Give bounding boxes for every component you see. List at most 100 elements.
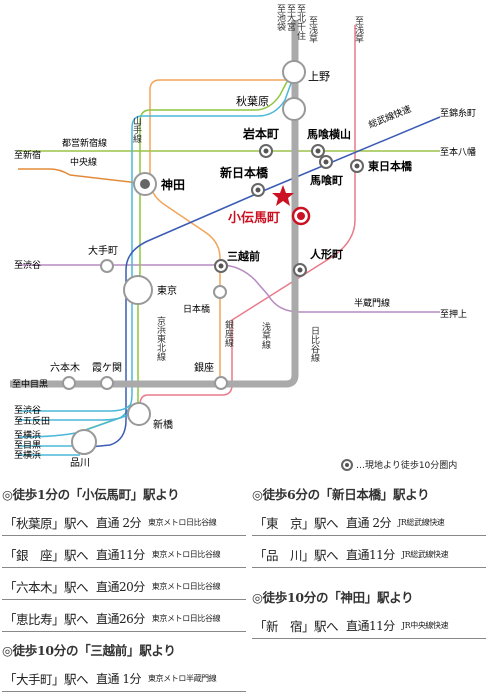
- mitsukoshimae-section: ◎徒歩10分の「三越前」駅より 「大手町」駅へ 直通 1分 東京メトロ半蔵門線: [2, 640, 246, 692]
- destination: 「新 宿」駅へ: [254, 618, 339, 634]
- line-name: JR中央線快速: [401, 620, 449, 630]
- chuo-line-label: 中央線: [70, 156, 97, 168]
- hanzomon-line: [18, 264, 440, 313]
- to-shibuya-label-2: 至渋谷: [14, 404, 41, 416]
- kodemmacho-station-core: [297, 212, 305, 220]
- to-shibuya-label-1: 至渋谷: [14, 259, 41, 271]
- toei-shinjuku-line-label: 都営新宿線: [62, 137, 107, 149]
- destination: 「秋葉原」駅へ: [4, 515, 89, 531]
- to-omiya-label: 至大宮: [285, 4, 296, 32]
- tokyo-station: [123, 275, 153, 305]
- to-oshiage-label: 至押上: [440, 308, 467, 320]
- line-name: JR総武線快速: [401, 549, 449, 559]
- access-row: 「恵比寿」駅へ 直通26分 東京メトロ日比谷線: [2, 605, 246, 632]
- mitsukoshimae-station-core: [218, 263, 224, 269]
- chuo-line: [18, 168, 146, 185]
- kanda-station-core: [140, 179, 150, 189]
- travel-time: 直通 2分: [346, 515, 391, 530]
- bakurocho-label: 馬喰町: [310, 173, 343, 187]
- shinnihombashi-section: ◎徒歩6分の「新日本橋」駅より 「東 京」駅へ 直通 2分 JR総武線快速 「品…: [252, 484, 486, 568]
- to-asakusa-label-1: 至浅草: [307, 16, 318, 44]
- shimbashi-label: 新橋: [153, 418, 173, 431]
- line-name: JR総武線快速: [397, 517, 445, 527]
- yamanote-line-label: 山手線: [131, 116, 142, 143]
- bakuroyokoyama-station-core: [315, 148, 321, 154]
- ginza-station: [214, 376, 228, 390]
- to-shinjuku-label: 至新宿: [14, 149, 41, 161]
- to-motoyawata-label: 至本八幡: [440, 146, 476, 158]
- higashinihombashi-station-core: [354, 163, 360, 169]
- hanzomon-line-label: 半蔵門線: [354, 297, 390, 309]
- destination: 「六本木」駅へ: [4, 579, 89, 595]
- access-row: 「銀 座」駅へ 直通11分 東京メトロ日比谷線: [2, 541, 246, 568]
- ningyocho-station-core: [297, 267, 303, 273]
- shinnihombashi-section-title: ◎徒歩6分の「新日本橋」駅より: [252, 487, 430, 502]
- to-yokohama-label-2: 至横浜: [14, 449, 41, 461]
- travel-time: 直通 1分: [96, 671, 141, 686]
- left-column: ◎徒歩1分の「小伝馬町」駅より 「秋葉原」駅へ 直通 2分 東京メトロ日比谷線 …: [2, 484, 246, 700]
- access-row: 「品 川」駅へ 直通11分 JR総武線快速: [252, 541, 486, 568]
- iwamotocho-label: 岩本町: [242, 126, 279, 141]
- kodemmacho-section-title: ◎徒歩1分の「小伝馬町」駅より: [2, 487, 180, 502]
- shinnihombashi-station-core: [255, 187, 261, 193]
- ningyocho-label: 人形町: [310, 247, 343, 261]
- walk-range-legend: …現地より徒歩10分圏内: [341, 458, 457, 471]
- roppongi-station: [62, 376, 76, 390]
- asakusa-line-label: 浅草線: [260, 321, 271, 349]
- kodemmacho-section: ◎徒歩1分の「小伝馬町」駅より 「秋葉原」駅へ 直通 2分 東京メトロ日比谷線 …: [2, 484, 246, 632]
- ueno-label: 上野: [308, 70, 330, 83]
- mitsukoshimae-label: 三越前: [227, 249, 260, 263]
- access-row: 「新 宿」駅へ 直通11分 JR中央線快速: [252, 612, 486, 639]
- kasumigaseki-label: 霞ケ関: [92, 362, 122, 374]
- access-row: 「東 京」駅へ 直通 2分 JR総武線快速: [252, 509, 486, 536]
- kasumigaseki-station: [100, 376, 114, 390]
- to-kinshicho-label: 至錦糸町: [440, 107, 476, 119]
- route-map: 至池袋 至大宮 至北千住 至浅草 至浅草 上野 秋葉原 岩本町 馬喰横山 馬喰町…: [10, 4, 476, 469]
- kanda-section-title: ◎徒歩10分の「神田」駅より: [252, 590, 414, 605]
- sobu-rapid-line-label: 総武線快速: [367, 103, 413, 131]
- ginza-label: 銀座: [194, 361, 214, 374]
- travel-time: 直通20分: [96, 579, 145, 594]
- sobu-rapid-line: [79, 116, 441, 449]
- asakusa-line: [139, 25, 356, 415]
- destination: 「品 川」駅へ: [254, 547, 339, 563]
- shimbashi-station: [127, 402, 151, 426]
- access-row: 「六本木」駅へ 直通20分 東京メトロ日比谷線: [2, 573, 246, 600]
- to-asakusa-label-2: 至浅草: [353, 16, 364, 44]
- line-name: 東京メトロ日比谷線: [151, 581, 221, 591]
- travel-time: 直通11分: [346, 547, 395, 562]
- line-name: 東京メトロ半蔵門線: [147, 673, 217, 683]
- spacer: [252, 576, 486, 587]
- ueno-station: [282, 60, 306, 84]
- to-nakameguro-label: 至中目黒: [12, 378, 48, 390]
- destination: 「銀 座」駅へ: [4, 547, 89, 563]
- tokyo-label: 東京: [157, 284, 177, 297]
- line-name: 東京メトロ日比谷線: [147, 517, 217, 527]
- travel-time: 直通26分: [96, 611, 145, 626]
- travel-time: 直通 2分: [96, 515, 141, 530]
- otemachi-station: [100, 259, 114, 273]
- destination: 「大手町」駅へ: [4, 671, 89, 687]
- nihombashi-label: 日本橋: [183, 303, 210, 315]
- walk-range-station-icon: [341, 458, 353, 471]
- destination: 「東 京」駅へ: [254, 515, 339, 531]
- keihin-tohoku-line-label: 京浜東北線: [155, 315, 166, 361]
- shinagawa-label: 品川: [70, 457, 90, 469]
- ginza-line-label: 銀座線: [223, 319, 234, 347]
- branch-lines: [18, 404, 131, 456]
- kodemmacho-label: 小伝馬町: [228, 210, 280, 226]
- akihabara-label: 秋葉原: [236, 94, 269, 108]
- to-gotanda-label: 至五反田: [14, 416, 50, 427]
- access-row: 「秋葉原」駅へ 直通 2分 東京メトロ日比谷線: [2, 509, 246, 536]
- walk-range-legend-text: …現地より徒歩10分圏内: [356, 461, 458, 471]
- destination: 「恵比寿」駅へ: [4, 611, 89, 627]
- akihabara-station: [282, 97, 306, 121]
- iwamotocho-station-core: [263, 148, 269, 154]
- mitsukoshimae-section-title: ◎徒歩10分の「三越前」駅より: [2, 643, 176, 658]
- line-name: 東京メトロ日比谷線: [151, 549, 221, 559]
- right-column: ◎徒歩6分の「新日本橋」駅より 「東 京」駅へ 直通 2分 JR総武線快速 「品…: [252, 484, 486, 647]
- travel-time: 直通11分: [96, 547, 145, 562]
- otemachi-label: 大手町: [88, 244, 118, 257]
- property-star-icon: [272, 185, 294, 206]
- kanda-section: ◎徒歩10分の「神田」駅より 「新 宿」駅へ 直通11分 JR中央線快速: [252, 587, 486, 639]
